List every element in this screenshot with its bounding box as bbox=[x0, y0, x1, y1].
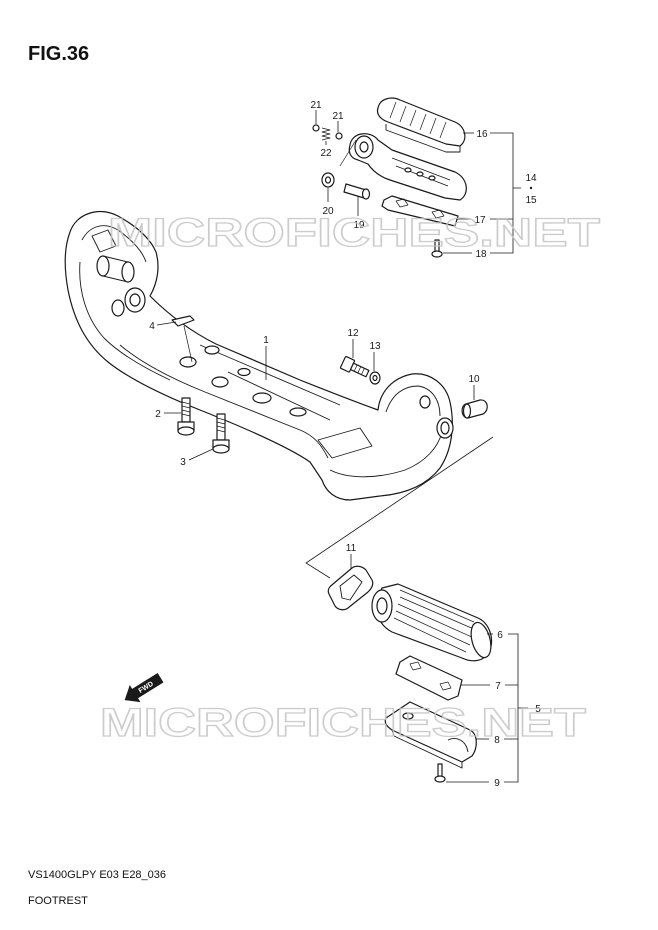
assembly-divider bbox=[305, 436, 494, 579]
rider-footpeg bbox=[371, 583, 493, 662]
footpeg-gasket bbox=[327, 565, 374, 611]
passenger-footpeg-rubber bbox=[376, 97, 466, 153]
spring-clip bbox=[171, 315, 195, 363]
screw-9 bbox=[434, 763, 446, 783]
detent-spring bbox=[321, 127, 331, 141]
callout-9: 9 bbox=[494, 778, 500, 789]
leader-line-4 bbox=[156, 321, 177, 326]
callout-3: 3 bbox=[180, 457, 186, 468]
callout-10: 10 bbox=[468, 374, 480, 385]
pivot-pin bbox=[339, 139, 371, 200]
callout-21b: 21 bbox=[332, 111, 344, 122]
callout-5: 5 bbox=[535, 704, 541, 715]
leader-line-3 bbox=[188, 448, 214, 461]
callout-15: 15 bbox=[525, 195, 537, 206]
callout-14: 14 bbox=[525, 173, 537, 184]
callout-12: 12 bbox=[347, 328, 359, 339]
callout-labels: 21 21 22 16 14 15 20 19 17 18 4 1 12 13 … bbox=[149, 100, 541, 789]
group-separator-dot bbox=[529, 186, 533, 190]
rubber-cap bbox=[461, 399, 488, 419]
washer-13 bbox=[369, 371, 381, 385]
callout-7: 7 bbox=[495, 681, 501, 692]
callout-11: 11 bbox=[346, 543, 357, 554]
callout-8: 8 bbox=[494, 735, 500, 746]
callout-20: 20 bbox=[322, 206, 334, 217]
passenger-footpeg-arm bbox=[348, 133, 467, 201]
bolt-2 bbox=[177, 397, 195, 436]
callout-21a: 21 bbox=[310, 100, 322, 111]
screw-18 bbox=[431, 239, 443, 258]
bolt-12 bbox=[339, 356, 370, 378]
footpeg-plate-7 bbox=[395, 655, 463, 701]
callout-2: 2 bbox=[155, 409, 161, 420]
callout-16: 16 bbox=[476, 129, 488, 140]
steel-ball-left bbox=[312, 124, 320, 132]
footpeg-plate-8 bbox=[384, 701, 477, 769]
callout-4: 4 bbox=[149, 321, 155, 332]
bracket-14-15 bbox=[490, 132, 521, 254]
callout-1: 1 bbox=[263, 335, 269, 346]
callout-17: 17 bbox=[474, 215, 486, 226]
callout-19: 19 bbox=[353, 220, 365, 231]
watermark-bottom: MICROFICHES.NET bbox=[100, 701, 586, 745]
leader-lines bbox=[156, 110, 528, 783]
bolt-3 bbox=[212, 413, 230, 454]
passenger-footpeg-plate bbox=[381, 195, 459, 227]
callout-18: 18 bbox=[475, 249, 487, 260]
figure-label: FIG.36 bbox=[28, 43, 89, 65]
callout-13: 13 bbox=[369, 341, 381, 352]
washer-20 bbox=[321, 172, 335, 188]
callout-22: 22 bbox=[320, 148, 332, 159]
steel-ball-right bbox=[335, 132, 343, 140]
model-code: VS1400GLPY E03 E28_036 bbox=[28, 869, 166, 881]
watermark-top: MICROFICHES.NET bbox=[108, 211, 600, 255]
diagram-title: FOOTREST bbox=[28, 895, 88, 907]
bracket-5 bbox=[504, 633, 528, 783]
footrest-bracket bbox=[64, 211, 454, 501]
callout-6: 6 bbox=[497, 630, 503, 641]
